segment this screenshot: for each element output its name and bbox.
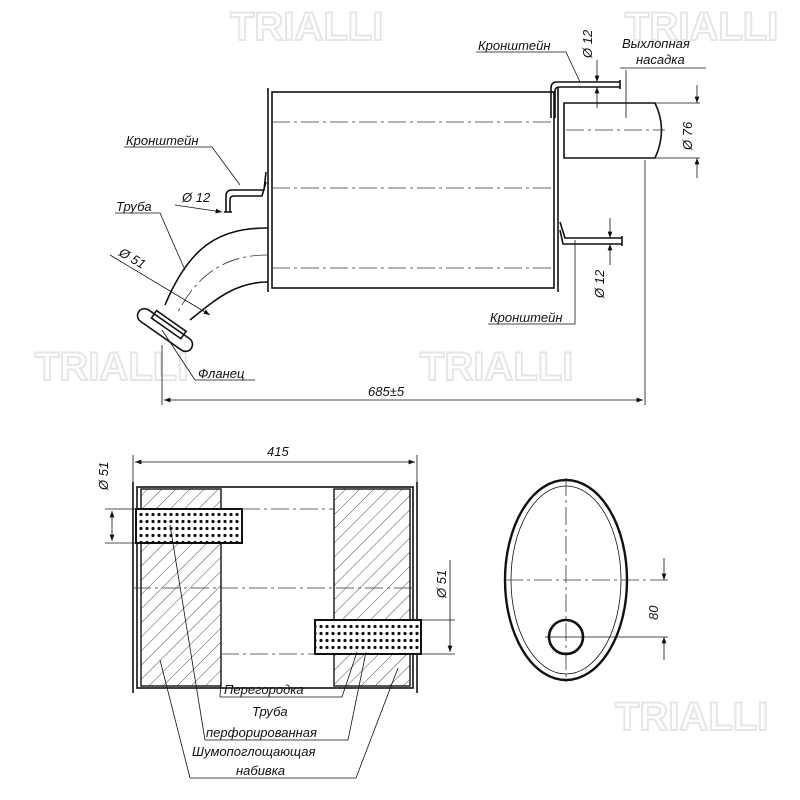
bracket-right	[559, 221, 623, 246]
label-baffle: Перегородка	[224, 682, 304, 697]
label-packing-1: Шумопоглощающая	[192, 744, 315, 759]
dim-dia-51-right: Ø 51	[434, 570, 449, 599]
svg-text:TRIALLI: TRIALLI	[615, 695, 768, 739]
dim-length-415: 415	[267, 444, 289, 459]
label-flange: Фланец	[198, 366, 244, 381]
perforated-pipe-bottom	[315, 620, 421, 654]
dim-dia-12-right: Ø 12	[592, 269, 607, 299]
top-view-labels: Кронштейн Выхлопная насадка Кронштейн Тр…	[116, 29, 695, 399]
bracket-left	[224, 171, 267, 213]
packing-right	[333, 488, 411, 687]
exhaust-pipe	[164, 227, 269, 321]
muffler-side-view	[109, 51, 706, 405]
dim-overall-length: 685±5	[368, 384, 405, 399]
section-view-labels: 415 Ø 51 Ø 51 Перегородка Труба перфорир…	[96, 444, 449, 778]
perforated-pipe-top	[136, 509, 242, 543]
exhaust-tip	[563, 102, 663, 159]
label-tip-2: насадка	[636, 52, 685, 67]
dim-dia-51: Ø 51	[116, 244, 149, 272]
svg-text:TRIALLI: TRIALLI	[230, 5, 383, 49]
watermark-logos: TRIALLI TRIALLI TRIALLI TRIALLI TRIALLI	[34, 4, 779, 740]
dim-dia-12-top: Ø 12	[580, 29, 595, 59]
muffler-end-view: 80	[503, 478, 668, 682]
label-packing-2: набивка	[236, 763, 285, 778]
label-perf-pipe-1: Труба	[252, 704, 288, 719]
label-bracket-top: Кронштейн	[478, 38, 551, 53]
dim-dia-12-left: Ø 12	[181, 190, 211, 205]
label-bracket-right: Кронштейн	[490, 310, 563, 325]
svg-text:TRIALLI: TRIALLI	[625, 5, 778, 49]
bracket-top	[550, 80, 621, 118]
label-pipe: Труба	[116, 199, 152, 214]
label-tip-1: Выхлопная	[622, 36, 690, 51]
label-perf-pipe-2: перфорированная	[206, 725, 317, 740]
flange	[136, 307, 194, 353]
dim-offset-80: 80	[646, 605, 661, 620]
dim-dia-76: Ø 76	[680, 121, 695, 151]
label-bracket-left: Кронштейн	[126, 133, 199, 148]
muffler-section-view	[105, 455, 455, 779]
svg-text:TRIALLI: TRIALLI	[35, 345, 188, 389]
svg-text:TRIALLI: TRIALLI	[420, 345, 573, 389]
dim-dia-51-left: Ø 51	[96, 462, 111, 491]
